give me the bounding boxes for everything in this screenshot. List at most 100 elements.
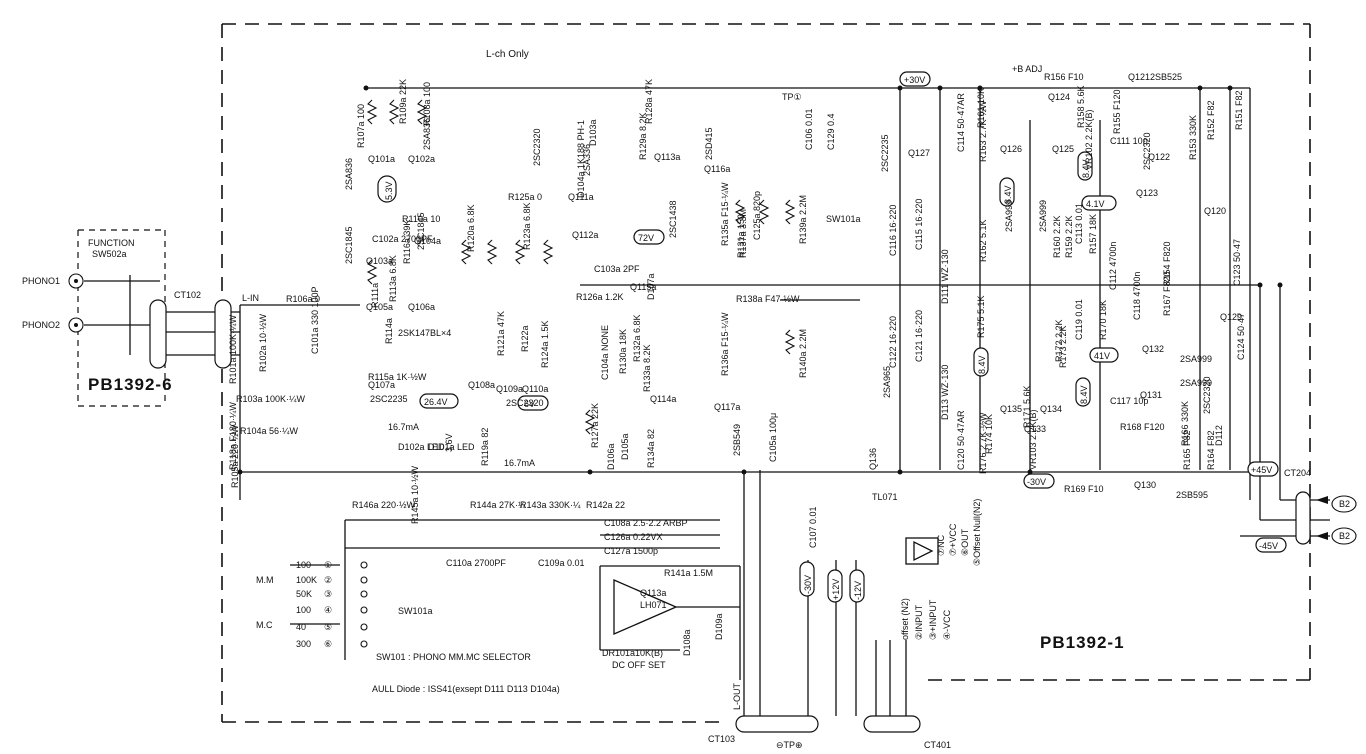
resistor-label: R127a 22K — [590, 403, 600, 448]
resistor-label: R132a 6.8K — [632, 314, 642, 362]
voltage-tag: 8.4V — [1077, 151, 1093, 181]
voltage-tag: 6V — [517, 395, 549, 411]
rail-plus30: +30V — [899, 71, 931, 87]
capacitor-label: C121 16·220 — [914, 310, 924, 362]
voltage-tag: 5.3V — [377, 175, 397, 203]
resistor-label: R164 F82 — [1206, 430, 1216, 470]
rail-minus12: -12V — [849, 569, 865, 603]
resistor-label: R153 330K — [1188, 115, 1198, 160]
part-number-label: 2SC2235 — [370, 394, 408, 404]
svg-text:72V: 72V — [638, 233, 654, 243]
b2-bottom-label: B2 — [1339, 531, 1350, 541]
capacitor-label: C115 16·220 — [914, 199, 924, 250]
tl071-pin: ⑤Offset Null(N2) — [972, 499, 982, 566]
resistor-label: R160 2.2K — [1052, 215, 1062, 258]
capacitor-label: C108a 2.5·2.2 ARBP — [604, 518, 688, 528]
resistor-label: R102a 10·½W — [258, 313, 268, 372]
part-number-label: 2SA336 — [582, 144, 592, 176]
capacitor-label: C124 50·47 — [1236, 313, 1246, 360]
voltage-tag: 8.4V — [999, 177, 1015, 207]
capacitor-label: C120 50·47AR — [956, 410, 966, 470]
diode-label: D104a 1K188 PH-1 — [576, 120, 586, 198]
current-label: 16.7mA — [504, 458, 535, 468]
diode-label: D101a LED — [428, 442, 475, 452]
b2-arrow-bottom — [1316, 527, 1357, 545]
voltage-tag: 8.4V — [973, 347, 989, 377]
svg-text:⑤: ⑤ — [324, 622, 332, 632]
rail-plus45: +45V — [1247, 461, 1279, 477]
function-switch-label: SW502a — [92, 249, 127, 259]
tl071-pin: ⑦NC — [936, 534, 946, 556]
svg-text:-45V: -45V — [1259, 541, 1278, 551]
tl071-bottom-pin: ②INPUT — [914, 604, 924, 640]
resistor-label: R110a 10 — [402, 214, 440, 224]
resistor-label: R119a 82 — [480, 428, 490, 466]
tl071-pinout — [905, 537, 939, 565]
ct204-connector — [1295, 491, 1311, 545]
resistor-label: R158 5.6K — [1076, 85, 1086, 128]
transistor-label: Q121 — [1128, 72, 1150, 82]
resistor-label: R165 F82 — [1182, 430, 1192, 470]
tp-connector-label: ⊖TP⊕ — [776, 740, 803, 750]
transistor-label: Q134 — [1040, 404, 1062, 414]
capacitor-label: C119 0.01 — [1074, 299, 1084, 340]
rail-minus30-b: -30V — [799, 561, 815, 597]
svg-text:5.3V: 5.3V — [384, 181, 394, 200]
ct103-label: CT103 — [708, 734, 735, 744]
transistor-label: Q106a — [408, 302, 435, 312]
selector-row: 100 ④ — [296, 605, 332, 615]
transistor-label: Q129 — [1220, 312, 1242, 322]
svg-text:④: ④ — [324, 605, 332, 615]
part-number-label: 2SA965 — [882, 366, 892, 398]
capacitor-label: C126a 0.22VX — [604, 532, 663, 542]
capacitor-label: C110a 2700PF — [446, 558, 506, 568]
svg-text:6V: 6V — [524, 399, 535, 409]
mm-label: M.M — [256, 575, 274, 585]
resistor-label: R131a 150 — [736, 214, 746, 258]
resistor-label: R140a 2.2M — [798, 329, 808, 378]
main-board-border — [221, 23, 1311, 723]
diode-label: D102a LED — [398, 442, 445, 452]
svg-text:8.4V: 8.4V — [1081, 159, 1091, 178]
transistor-label: Q101a — [368, 154, 395, 164]
svg-text:8.4V: 8.4V — [1003, 185, 1013, 204]
resistor-label: R173 2.2K — [1058, 325, 1068, 368]
resistor-label: R114a — [384, 318, 394, 344]
part-number-label: 2SB525 — [1150, 72, 1182, 82]
phono1-jack — [68, 273, 84, 289]
tl071-pin: ⑦+VCC — [948, 523, 958, 556]
phono2-label: PHONO2 — [22, 320, 60, 330]
resistor-label: R176 2.7K·½W — [978, 412, 988, 474]
resistor-label: R124a 1.5K — [540, 320, 550, 368]
transistor-label: Q103a — [366, 256, 393, 266]
resistor-label: R137a 3.3M — [738, 209, 748, 258]
resistor-label: R174 10K — [984, 414, 994, 454]
capacitor-label: C104a NONE — [600, 325, 610, 380]
part-number-label: 2SB549 — [732, 424, 742, 456]
voltage-tag: 4.1V — [1081, 195, 1117, 211]
resistor-label: R154 F820 — [1162, 241, 1172, 286]
capacitor-label: C111 10p — [1110, 136, 1148, 146]
part-number-label: 2SC2320 — [532, 128, 542, 166]
capacitor-label: C109a 0.01 — [538, 558, 585, 568]
svg-text:100: 100 — [296, 605, 311, 615]
transistor-label: Q127 — [908, 148, 930, 158]
ic-part-label: LH071 — [640, 600, 667, 610]
svg-text:②: ② — [324, 575, 332, 585]
resistor-label: R152 F82 — [1206, 100, 1216, 140]
voltage-tag: 72V — [633, 229, 665, 245]
resistor-label: R142a 22 — [586, 500, 625, 510]
part-number-label: 2SA999 — [1004, 200, 1014, 232]
resistor-label: VR102 2.2K(B) — [1084, 109, 1094, 170]
part-number-label: 2SB595 — [1176, 490, 1208, 500]
diode-label: D113 WZ·130 — [940, 365, 950, 420]
diode-label: D107a — [646, 273, 656, 300]
rail-minus45: -45V — [1255, 537, 1287, 553]
svg-text:①: ① — [324, 560, 332, 570]
resistor-label: R170 18K — [1098, 300, 1108, 340]
